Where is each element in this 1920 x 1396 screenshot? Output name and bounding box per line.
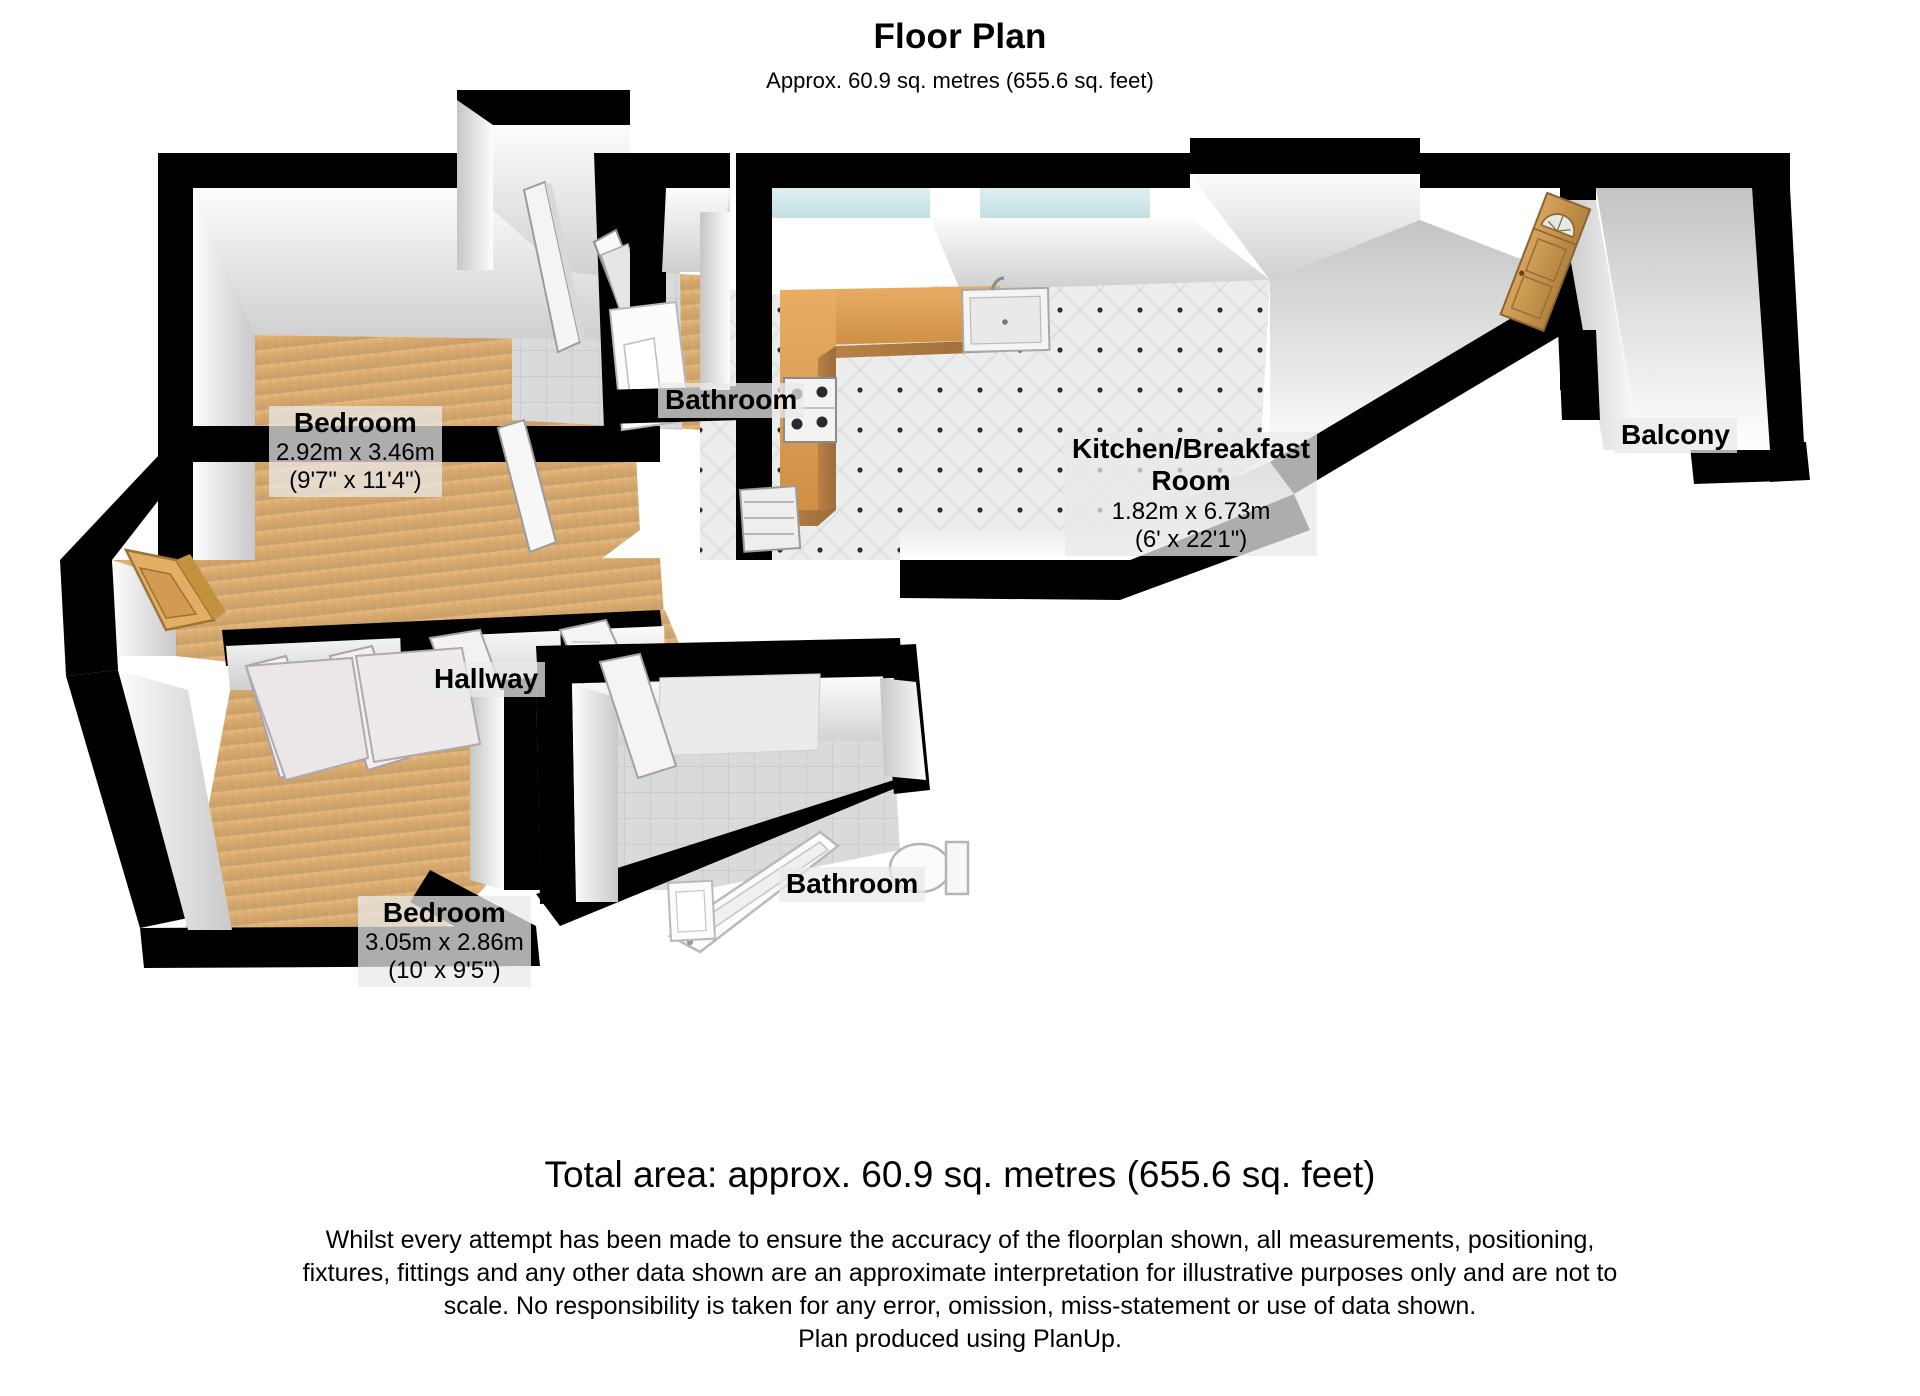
room-label-kitchen[interactable]: Kitchen/Breakfast Room 1.82m x 6.73m (6'… <box>1065 432 1318 556</box>
room-name-bedroom-2: Bedroom <box>382 897 506 928</box>
kitchen-sink <box>960 276 1051 354</box>
room-dims-metric-kitchen: 1.82m x 6.73m <box>1111 497 1271 525</box>
room-name-bathroom-1: Bathroom <box>665 384 798 415</box>
room-name-bathroom-2: Bathroom <box>786 868 919 899</box>
balcony-floor-face <box>1596 188 1770 450</box>
room-label-bedroom-2[interactable]: Bedroom 3.05m x 2.86m (10' x 9'5") <box>358 896 531 988</box>
hallway-front-door <box>123 548 226 632</box>
room-label-balcony[interactable]: Balcony <box>1614 418 1737 454</box>
room-dims-imperial-kitchen: (6' x 22'1") <box>1134 525 1248 553</box>
kitchen-outer-wall-top-2 <box>980 153 1150 188</box>
kitchen-outer-wall-top <box>736 153 980 230</box>
page-title: Floor Plan <box>873 17 1047 56</box>
room-dims-metric-bedroom-2: 3.05m x 2.86m <box>365 929 524 957</box>
room-name-kitchen-line2: Room <box>1151 465 1231 497</box>
disclaimer-line-4: Plan produced using PlanUp. <box>798 1324 1122 1353</box>
kitchen-outer-wall-top-3 <box>1190 138 1420 174</box>
disclaimer-line-2: fixtures, fittings and any other data sh… <box>302 1258 1618 1287</box>
floorplan-structure <box>60 90 1810 968</box>
room-label-bathroom-2[interactable]: Bathroom <box>779 867 926 903</box>
disclaimer-line-3: scale. No responsibility is taken for an… <box>443 1291 1477 1320</box>
room-name-balcony: Balcony <box>1621 419 1730 450</box>
bedroom-2-wardrobe-1 <box>244 656 370 782</box>
floorplan-graphic: Bedroom 2.92m x 3.46m (9'7" x 11'4") Bat… <box>0 90 1920 1160</box>
room-dims-metric-bedroom-1: 2.92m x 3.46m <box>276 439 435 467</box>
bedroom-2-left-wall <box>66 670 188 928</box>
kitchen-window-2 <box>980 188 1150 218</box>
disclaimer-line-1: Whilst every attempt has been made to en… <box>325 1225 1595 1254</box>
bathroom-2-wall-face-right <box>880 678 926 780</box>
room-label-bathroom-1[interactable]: Bathroom <box>658 383 805 419</box>
total-area-text: Total area: approx. 60.9 sq. metres (655… <box>544 1154 1376 1195</box>
bedroom-2-right-wall <box>500 678 540 890</box>
room-dims-imperial-bedroom-1: (9'7" x 11'4") <box>289 467 422 495</box>
balcony-wall-face-left <box>1560 200 1640 450</box>
hallway-diagonal-left-wall <box>60 560 118 676</box>
kitchen-wall-bottom-diagonal <box>900 494 1310 600</box>
wall-kitchen-left <box>736 153 772 560</box>
bathroom-1-basin <box>623 337 661 397</box>
kitchen-outer-wall-step <box>1150 153 1190 188</box>
bathroom-2-basin <box>666 879 717 942</box>
bedroom-1-alcove-face-left <box>457 100 493 270</box>
floorplan-svg <box>60 90 1810 968</box>
kitchen-wall-face-right <box>1190 174 1420 280</box>
bathroom-1-outer-wall <box>630 153 730 330</box>
plan-header: Floor Plan Approx. 60.9 sq. metres (655.… <box>0 17 1920 94</box>
bedroom-1-door-c <box>496 418 558 554</box>
bathroom-2-door <box>598 652 678 780</box>
room-label-hallway[interactable]: Hallway <box>427 662 546 698</box>
balcony-inner-wall <box>1558 330 1600 420</box>
room-dims-imperial-bedroom-2: (10' x 9'5") <box>388 957 501 985</box>
kitchen-wall-diagonal <box>1270 280 1600 494</box>
kitchen-radiator <box>738 485 802 553</box>
bathroom-2-diagonal-wall <box>536 774 930 926</box>
room-name-hallway: Hallway <box>434 663 539 694</box>
room-name-kitchen-line1: Kitchen/Breakfast <box>1072 433 1311 464</box>
room-name-bedroom-1: Bedroom <box>293 407 417 438</box>
kitchen-wall-face-top-b <box>930 218 1270 290</box>
kitchen-wall-face-top <box>760 218 930 295</box>
disclaimer-text: Whilst every attempt has been made to en… <box>0 1224 1920 1356</box>
outer-wall-left <box>158 153 193 560</box>
kitchen-wall-diagonal-face <box>1270 220 1575 462</box>
bedroom-1-door-a <box>522 180 586 354</box>
bathroom-1-partition <box>700 212 730 390</box>
bedroom-2-wall-face-left <box>118 670 232 930</box>
room-label-bedroom-1[interactable]: Bedroom 2.92m x 3.46m (9'7" x 11'4") <box>269 406 442 498</box>
balcony-door <box>1499 191 1592 333</box>
page-subtitle: Approx. 60.9 sq. metres (655.6 sq. feet) <box>766 67 1154 93</box>
bedroom-1-wall-face-left <box>193 188 255 560</box>
bathroom-2-tile-panel <box>657 673 821 757</box>
bathroom-2-wall-face-left <box>572 684 618 902</box>
bedroom-1-alcove-wall <box>457 90 630 188</box>
kitchen-outer-wall-top-4 <box>1420 153 1560 188</box>
kitchen-counter-edge <box>836 340 1000 358</box>
bathroom-2-left-wall <box>536 676 576 904</box>
hallway-outer-wall-left <box>60 456 193 560</box>
kitchen-window-1 <box>772 188 930 218</box>
kitchen-bottom-inner-face <box>900 462 1294 560</box>
plan-footer: Total area: approx. 60.9 sq. metres (655… <box>0 1154 1920 1356</box>
